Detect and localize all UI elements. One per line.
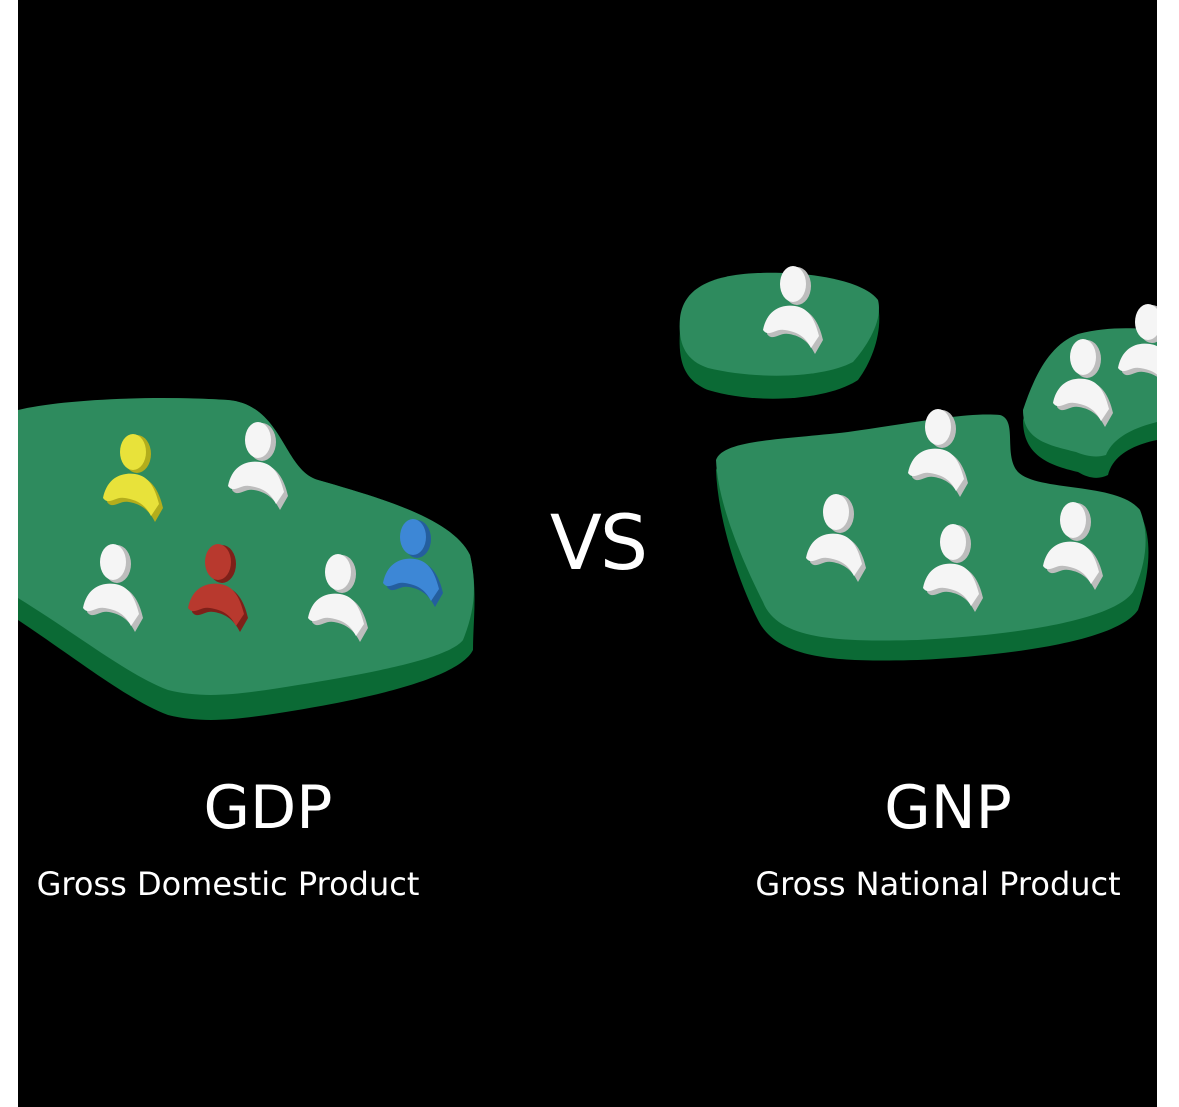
- gnp-person-icon: [763, 266, 823, 354]
- gnp-person-icon: [1053, 339, 1113, 427]
- versus-label: VS: [549, 498, 648, 587]
- gdp-person-icon: [308, 554, 368, 642]
- gdp-person-icon: [383, 519, 443, 607]
- diagram-canvas: VS GDP Gross Domestic Product GNP Gross …: [18, 0, 1157, 1107]
- gdp-abbreviation: GDP: [203, 773, 333, 843]
- gdp-person-icon: [228, 422, 288, 510]
- gnp-person-icon: [1043, 502, 1103, 590]
- gdp-person-icon: [103, 434, 163, 522]
- gdp-full-name: Gross Domestic Product: [36, 865, 420, 903]
- gnp-full-name: Gross National Product: [755, 865, 1121, 903]
- gnp-person-icon: [806, 494, 866, 582]
- people-layer: [83, 266, 1157, 642]
- gnp-person-icon: [923, 524, 983, 612]
- gdp-person-icon: [188, 544, 248, 632]
- gdp-person-icon: [83, 544, 143, 632]
- gnp-abbreviation: GNP: [884, 773, 1012, 843]
- gnp-island-small: [679, 272, 880, 399]
- gnp-person-icon: [1118, 304, 1157, 377]
- gnp-person-icon: [908, 409, 968, 497]
- diagram-illustration: [18, 266, 1157, 720]
- gnp-island-large-top: [716, 414, 1146, 641]
- gnp-island-large: [716, 414, 1149, 661]
